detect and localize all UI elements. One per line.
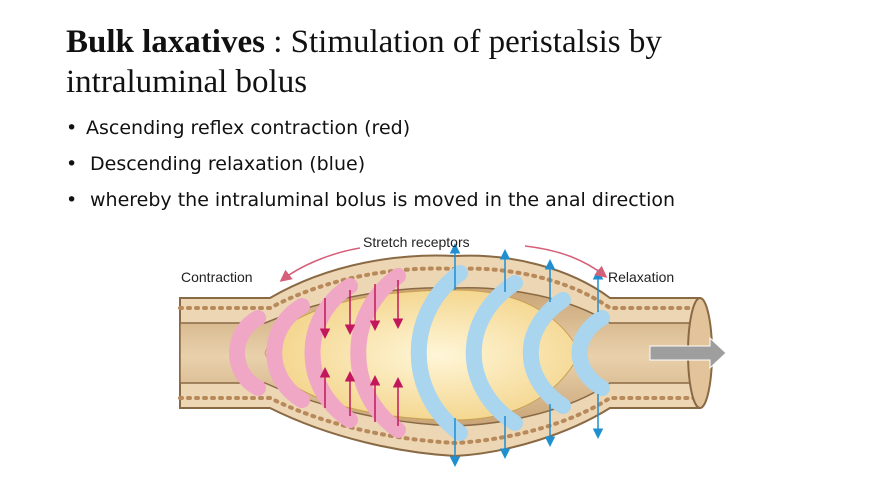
bullet-text: Descending relaxation (blue)	[90, 153, 366, 175]
bullet-list: • Ascending reflex contraction (red) • Des…	[66, 113, 675, 221]
contraction-label: Contraction	[181, 269, 253, 285]
anal-direction-arrow-icon	[649, 336, 727, 370]
bullet-text: whereby the intraluminal bolus is moved …	[90, 189, 676, 211]
relaxation-ring	[571, 310, 610, 396]
bullet-marker: •	[66, 153, 78, 175]
relaxation-ring	[522, 292, 571, 414]
bullet-item: • Descending relaxation (blue)	[66, 149, 675, 185]
bullet-text: Ascending reflex contraction (red)	[86, 117, 411, 139]
contraction-ring	[229, 310, 266, 396]
bullet-marker: •	[66, 189, 78, 211]
title-line-2: intraluminal bolus	[66, 64, 308, 100]
blue-relaxation-arrow-icon	[449, 243, 604, 467]
relaxation-curve-arrow-icon	[524, 245, 608, 278]
bullet-item: • whereby the intraluminal bolus is moved…	[66, 185, 675, 221]
contraction-curve-arrow-icon	[279, 247, 361, 282]
bullet-item: • Ascending reflex contraction (red)	[66, 113, 675, 149]
red-contraction-arrow-icon	[319, 280, 404, 426]
stretch-receptors-label: Stretch receptors	[363, 234, 470, 250]
title-line-1: Stimulation of peristalsis by	[290, 24, 662, 60]
slide-title: Bulk laxatives : Stimulation of peristal…	[66, 22, 846, 102]
relaxation-ring	[465, 275, 523, 431]
contraction-ring	[350, 268, 406, 438]
bullet-marker: •	[66, 117, 78, 139]
contraction-ring	[304, 278, 358, 428]
title-term: Bulk laxatives	[66, 24, 265, 60]
relaxation-ring	[410, 265, 468, 441]
relaxation-label: Relaxation	[608, 269, 674, 285]
peristalsis-svg: Stretch receptors Contraction Relaxation	[178, 234, 727, 467]
title-separator: :	[264, 24, 291, 60]
peristalsis-diagram: Stretch receptors Contraction Relaxation	[170, 228, 730, 495]
contraction-ring	[266, 298, 310, 408]
